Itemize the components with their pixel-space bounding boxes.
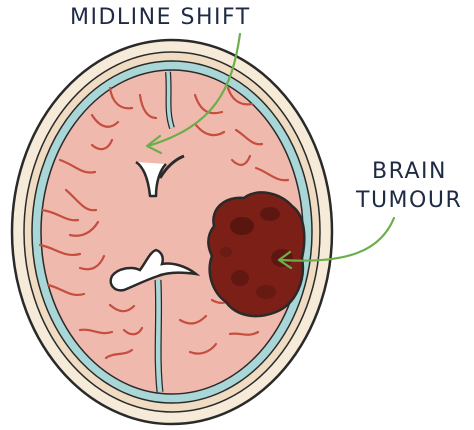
midline-arrow	[145, 32, 242, 155]
brain-tumour-label-line1: BRAIN	[372, 159, 447, 184]
tumour-arrow	[277, 216, 396, 270]
frontal-horns	[135, 154, 185, 198]
midline-shift-label: MIDLINE SHIFT	[70, 5, 251, 30]
longitudinal-fissure-top	[165, 71, 175, 129]
posterior-ventricle	[109, 248, 201, 292]
brain-tumour	[207, 191, 306, 318]
brain-tumour-label-line2: TUMOUR	[355, 188, 462, 213]
longitudinal-fissure-bottom	[154, 279, 164, 393]
